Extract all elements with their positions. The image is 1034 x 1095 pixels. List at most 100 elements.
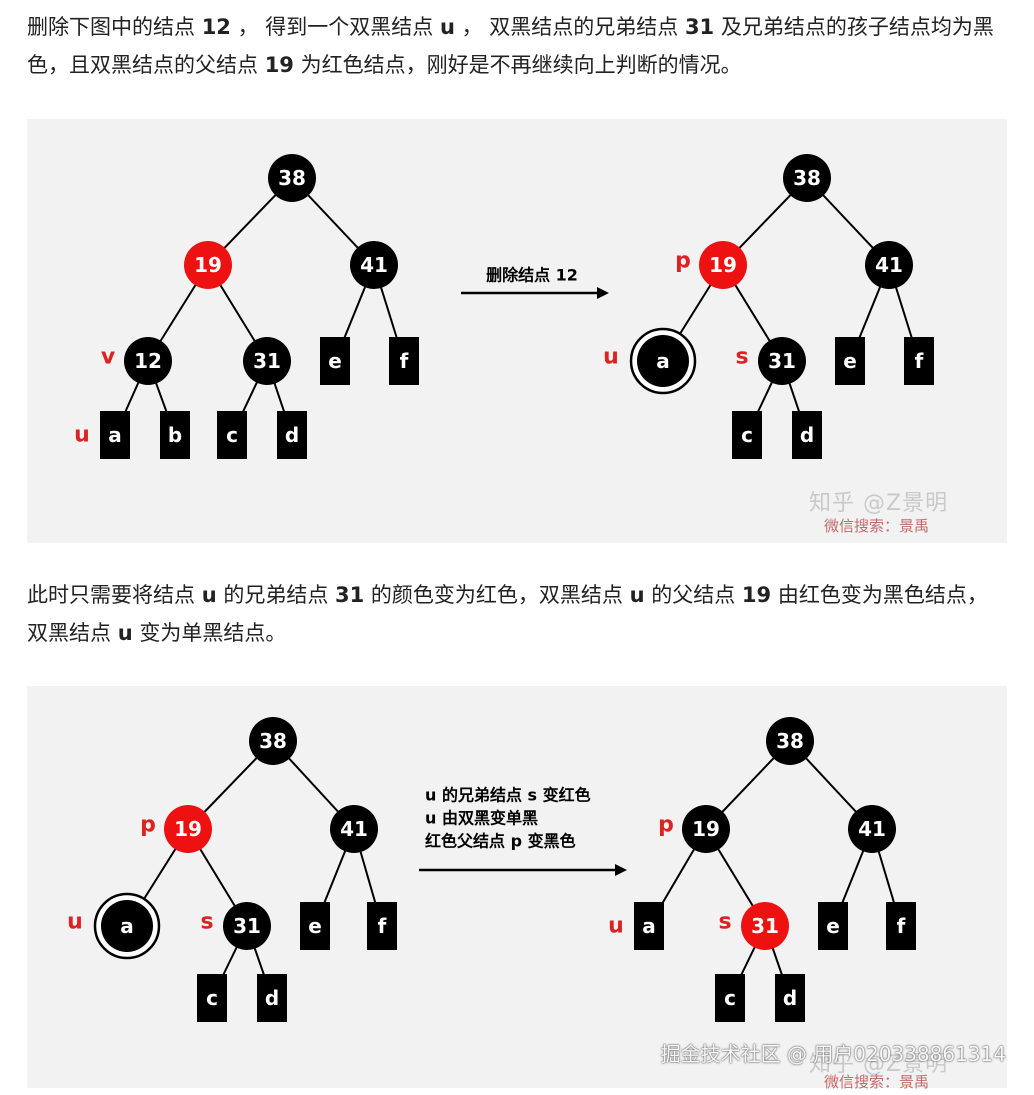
- f1-before-leaf-e: e: [320, 337, 350, 385]
- leaf-label: b: [168, 423, 182, 447]
- node-circle: [330, 805, 378, 853]
- f1-before-leaf-d: d: [277, 411, 307, 459]
- explanation-paragraph: 此时只需要将结点 u 的兄弟结点 31 的颜色变为红色，双黑结点 u 的父结点 …: [27, 576, 1002, 652]
- leaf-label: c: [741, 423, 753, 447]
- leaf-box: [904, 337, 934, 385]
- node-circle: [758, 337, 806, 385]
- leaf-label: c: [724, 986, 736, 1010]
- leaf-box: [775, 974, 805, 1022]
- intro-paragraph: 删除下图中的结点 12 ， 得到一个双黑结点 u ， 双黑结点的兄弟结点 31 …: [27, 8, 1002, 84]
- leaf-label: d: [265, 986, 279, 1010]
- f1-arrow-head: [597, 287, 609, 299]
- f2-before-node-a: a: [93, 892, 161, 960]
- f2-after-node-19: 19: [682, 805, 730, 853]
- f1-after-leaf-d: d: [792, 411, 822, 459]
- node-circle: [101, 900, 153, 952]
- node-circle: [268, 154, 316, 202]
- leaf-box: [217, 411, 247, 459]
- watermark-wechat: 微信搜索：景禹: [824, 517, 930, 535]
- f1-arrow-label: 删除结点 12: [486, 266, 578, 285]
- leaf-box: [634, 902, 664, 950]
- node-label: 38: [793, 166, 821, 190]
- f2-before-node-19: 19: [164, 805, 212, 853]
- leaf-box: [792, 411, 822, 459]
- f2-after-tag-p: p: [658, 813, 674, 838]
- text-segment: 19: [264, 53, 294, 77]
- leaf-label: a: [642, 914, 656, 938]
- node-label: a: [656, 349, 670, 373]
- node-circle: [783, 154, 831, 202]
- leaf-box: [257, 974, 287, 1022]
- f2-before-leaf-c: c: [197, 974, 227, 1022]
- leaf-label: d: [800, 423, 814, 447]
- f1-after-tag-s: s: [735, 345, 748, 370]
- node-circle: [637, 335, 689, 387]
- footer-watermark: 掘金技术社区 @ 用户020338861314: [660, 1042, 1006, 1066]
- node-label: a: [120, 914, 134, 938]
- node-label: 31: [768, 349, 796, 373]
- node-circle: [184, 241, 232, 289]
- leaf-label: f: [400, 349, 409, 373]
- f1-after-node-31: 31: [758, 337, 806, 385]
- f2-before-node-38: 38: [249, 717, 297, 765]
- text-segment: 的颜色变为红色，双黑结点: [364, 583, 630, 607]
- f1-before-tag-u: u: [74, 423, 90, 448]
- f1-after-node-41: 41: [865, 241, 913, 289]
- node-circle: [164, 805, 212, 853]
- node-label: 38: [776, 729, 804, 753]
- f2-before-leaf-e: e: [300, 902, 330, 950]
- f2-before-tag-s: s: [200, 910, 213, 935]
- f1-before-leaf-f: f: [389, 337, 419, 385]
- leaf-box: [715, 974, 745, 1022]
- text-segment: 由红色变为黑色结点，双黑结点: [27, 583, 988, 645]
- text-segment: 删除下图中的结点: [27, 15, 202, 39]
- f2-before-leaf-d: d: [257, 974, 287, 1022]
- node-circle: [249, 717, 297, 765]
- text-segment: u: [117, 621, 133, 645]
- f1-after-leaf-e: e: [835, 337, 865, 385]
- watermark-wechat-2: 微信搜索：景禹: [824, 1073, 930, 1091]
- text-segment: 此时只需要将结点: [27, 583, 202, 607]
- node-circle: [865, 241, 913, 289]
- node-circle: [741, 902, 789, 950]
- leaf-box: [818, 902, 848, 950]
- text-segment: 为红色结点，刚好是不再继续向上判断的情况。: [293, 53, 742, 77]
- leaf-label: e: [328, 349, 342, 373]
- text-segment: u: [201, 583, 217, 607]
- leaf-box: [732, 411, 762, 459]
- text-segment: 的兄弟结点: [216, 583, 335, 607]
- f2-after-tag-s: s: [718, 910, 731, 935]
- f2-after-node-38: 38: [766, 717, 814, 765]
- f1-after-tag-p: p: [675, 249, 691, 274]
- f2-after-leaf-f: f: [886, 902, 916, 950]
- node-circle: [682, 805, 730, 853]
- node-label: 12: [134, 349, 162, 373]
- text-segment: 变为单黑结点。: [132, 621, 287, 645]
- node-label: 41: [875, 253, 903, 277]
- node-label: 41: [858, 817, 886, 841]
- leaf-label: f: [915, 349, 924, 373]
- text-segment: 31: [684, 15, 715, 39]
- node-circle: [699, 241, 747, 289]
- leaf-label: a: [108, 423, 122, 447]
- f1-after-node-19: 19: [699, 241, 747, 289]
- f2-before-leaf-f: f: [367, 902, 397, 950]
- f2-after-node-31: 31: [741, 902, 789, 950]
- f1-before-node-41: 41: [350, 241, 398, 289]
- f2-before-tag-u: u: [67, 910, 83, 935]
- f1-before-node-38: 38: [268, 154, 316, 202]
- leaf-label: e: [308, 914, 322, 938]
- f2-after-leaf-a: a: [634, 902, 664, 950]
- leaf-box: [835, 337, 865, 385]
- node-circle: [766, 717, 814, 765]
- f2-arrow-line-1: u 的兄弟结点 s 变红色: [425, 786, 591, 805]
- text-segment: ， 双黑结点的兄弟结点: [454, 15, 685, 39]
- leaf-label: d: [783, 986, 797, 1010]
- node-label: 41: [340, 817, 368, 841]
- f2-after-tag-u: u: [608, 914, 624, 939]
- watermark-zhihu-2: 知乎 @Z景明: [809, 1052, 949, 1077]
- f1-before-node-31: 31: [243, 337, 291, 385]
- node-label: 31: [253, 349, 281, 373]
- node-circle: [243, 337, 291, 385]
